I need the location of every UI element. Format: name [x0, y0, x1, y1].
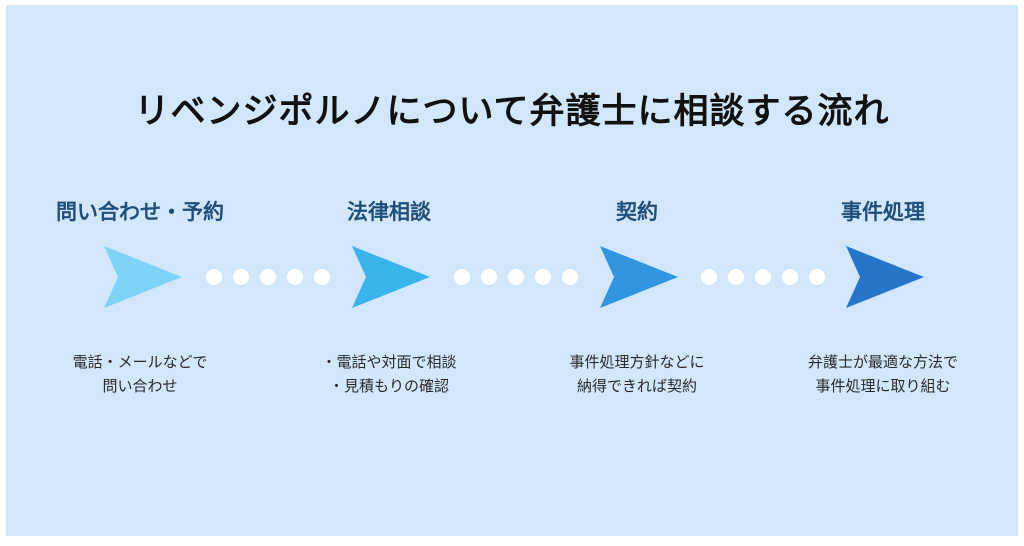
- diagram-title: リベンジポルノについて弁護士に相談する流れ: [134, 92, 890, 132]
- connector-dot: [728, 269, 744, 285]
- step-2-title: 法律相談: [347, 200, 431, 224]
- step-1-description: 電話・メールなどで 問い合わせ: [30, 350, 250, 398]
- step-4-description-line: 弁護士が最適な方法で: [807, 353, 958, 371]
- connector-dot: [233, 269, 249, 285]
- step-2-arrow-icon: [352, 246, 430, 308]
- connector-dot: [782, 269, 798, 285]
- connector-dot: [755, 269, 771, 285]
- step-4-title: 事件処理: [841, 200, 925, 224]
- connector-dot: [314, 269, 330, 285]
- step-1-arrow-icon: [104, 246, 182, 308]
- step-4-description-line: 事件処理に取り組む: [815, 377, 951, 395]
- connector-dot: [809, 269, 825, 285]
- step-1-description-line: 電話・メールなどで: [72, 353, 208, 371]
- connector-dot: [481, 269, 497, 285]
- step-3-description: 事件処理方針などに 納得できれば契約: [527, 350, 747, 398]
- step-3-description-line: 事件処理方針などに: [569, 353, 705, 371]
- step-1-title: 問い合わせ・予約: [56, 200, 224, 224]
- step-3-arrow-icon: [600, 246, 678, 308]
- step-4-arrow-icon: [846, 246, 924, 308]
- connector-dot: [287, 269, 303, 285]
- step-2-description: ・電話や対面で相談 ・見積もりの確認: [279, 350, 499, 398]
- step-4-description: 弁護士が最適な方法で 事件処理に取り組む: [773, 350, 993, 398]
- connector-dot: [562, 269, 578, 285]
- step-1-description-line: 問い合わせ: [102, 377, 178, 395]
- connector-dots-1: [206, 269, 330, 285]
- connector-dot: [260, 269, 276, 285]
- connector-dots-2: [454, 269, 578, 285]
- connector-dot: [535, 269, 551, 285]
- step-3-title: 契約: [616, 200, 658, 224]
- connector-dot: [508, 269, 524, 285]
- connector-dots-3: [701, 269, 825, 285]
- step-2-description-line: ・電話や対面で相談: [321, 353, 457, 371]
- connector-dot: [206, 269, 222, 285]
- connector-dot: [701, 269, 717, 285]
- connector-dot: [454, 269, 470, 285]
- step-3-description-line: 納得できれば契約: [576, 377, 697, 395]
- step-2-description-line: ・見積もりの確認: [328, 377, 449, 395]
